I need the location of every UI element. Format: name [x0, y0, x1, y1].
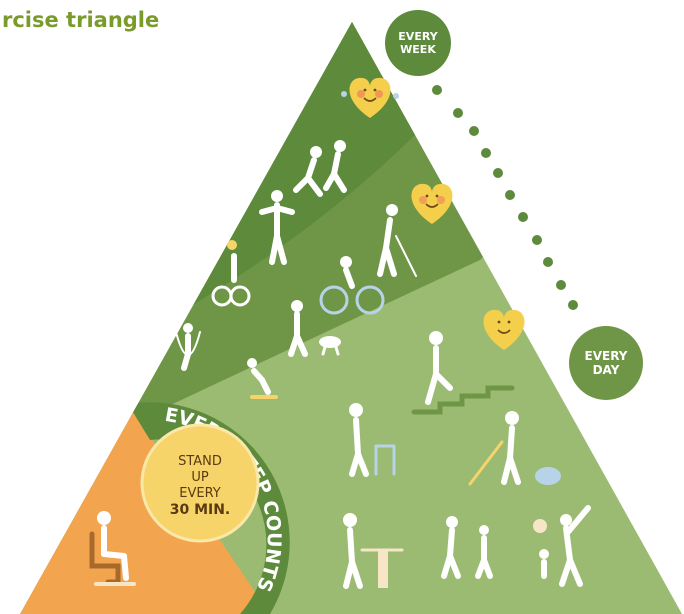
sitting-band [20, 404, 270, 614]
stand-up-line2: UP [191, 470, 209, 485]
every-week-badge [385, 10, 451, 76]
heart-face-icon-top [341, 77, 399, 118]
skateboarding-icon [247, 358, 278, 399]
cycling-icon [319, 256, 385, 315]
jump-rope-icon [175, 323, 201, 371]
dotted-connector [432, 85, 578, 310]
weightlifting-icon [259, 190, 295, 265]
every-day-badge [569, 326, 643, 400]
heart-face-icon-bottom [483, 309, 525, 350]
dog-walking-icon [288, 300, 341, 357]
stand-up-badge [140, 423, 260, 543]
heart-face-icon-middle [411, 183, 453, 224]
playing-family-icon [533, 505, 591, 587]
every-week-line2: WEEK [400, 43, 436, 56]
every-week-line1: EVERY [398, 30, 438, 43]
stand-up-line1: STAND [178, 454, 222, 469]
vacuuming-icon [468, 411, 561, 486]
stand-up-line3: EVERY [179, 486, 221, 501]
walker-icon [349, 403, 396, 477]
standing-desk-icon [343, 513, 404, 589]
gardening-icon [377, 204, 417, 277]
every-day-line2: DAY [593, 363, 620, 377]
every-day-line1: EVERY [585, 349, 628, 363]
wheelchair-ball-icon [211, 240, 251, 307]
stair-climbing-icon [411, 331, 515, 415]
running-couple-icon [293, 140, 347, 197]
sitting-person-icon [89, 511, 136, 586]
page-title: rcise triangle [2, 8, 160, 32]
stand-up-line4: 30 MIN. [170, 502, 231, 518]
walking-kids-icon [441, 516, 493, 579]
